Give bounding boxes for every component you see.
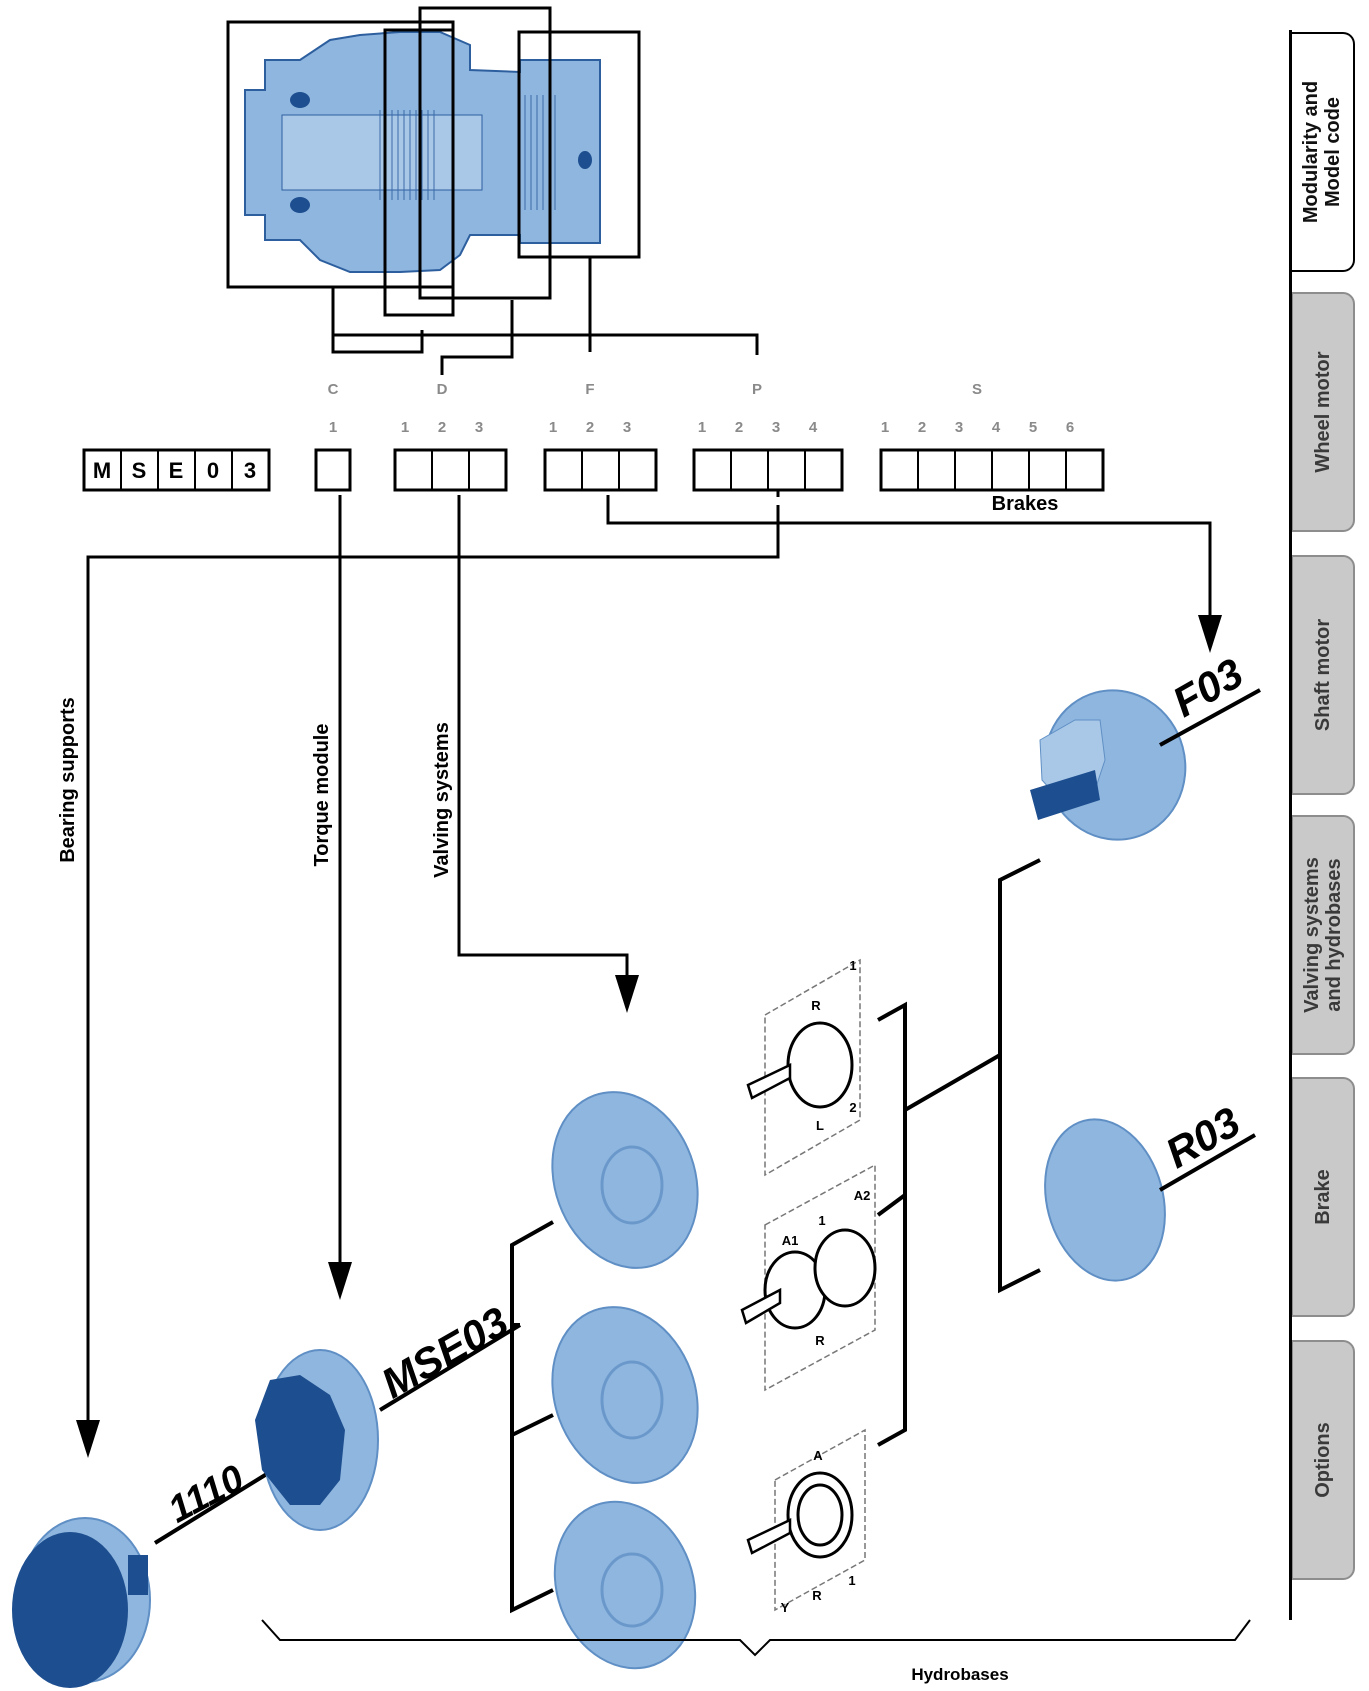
torque-module-label: Torque module	[311, 724, 333, 867]
prefix-char-5: 3	[244, 458, 256, 483]
tab-shaft-motor[interactable]: Shaft motor	[1291, 555, 1355, 795]
sym3-mid-label: R	[812, 1588, 822, 1603]
tab-wheel-motor-label: Wheel motor	[1312, 351, 1334, 473]
arrow-torque	[328, 1262, 352, 1300]
pos-c-1: 1	[329, 419, 337, 436]
group-letter-c: C	[328, 381, 339, 398]
model-prefix: M S E 0 3	[82, 448, 271, 492]
hydrobases-label: Hydrobases	[911, 1665, 1008, 1684]
hydraulic-symbol-3: A Y R 1	[746, 1428, 866, 1615]
pos-f-3: 3	[623, 419, 631, 436]
branch-labels: Bearing supports Torque module Valving s…	[57, 697, 453, 878]
sym1-top-label: R	[811, 998, 821, 1013]
group-letter-f: F	[585, 381, 594, 398]
section-boxes	[226, 6, 641, 317]
sym1-bottom-label: L	[816, 1118, 824, 1133]
sym1-right-bottom-label: 2	[849, 1100, 856, 1115]
tab-shaft-motor-label: Shaft motor	[1312, 618, 1334, 732]
prefix-char-2: S	[132, 458, 147, 483]
position-numbers: 1 1 2 3 1 2 3 1 2 3 4 1 2 3 4 5 6	[329, 419, 1074, 436]
f03-underline	[1159, 688, 1261, 747]
pos-s-2: 2	[918, 419, 926, 436]
group-letter-p: P	[752, 381, 762, 398]
prefix-char-1: M	[93, 458, 111, 483]
hydraulic-symbol-2: A1 1 A2 R	[740, 1163, 877, 1392]
code-box-d	[393, 448, 508, 492]
tab-options-label: Options	[1312, 1422, 1334, 1498]
code-boxes	[314, 448, 1105, 492]
group-letter-s: S	[972, 381, 982, 398]
group-letters: C D F P S	[328, 381, 982, 398]
pos-p-3: 3	[772, 419, 780, 436]
sym2-right-label: A2	[854, 1188, 871, 1203]
sym2-mid-label: 1	[818, 1213, 825, 1228]
code-box-dividers	[431, 450, 1067, 490]
pos-d-1: 1	[401, 419, 409, 436]
tab-wheel-motor[interactable]: Wheel motor	[1291, 292, 1355, 532]
tab-options[interactable]: Options	[1291, 1340, 1355, 1580]
prefix-char-3: E	[169, 458, 184, 483]
hydrobase-branches	[510, 1220, 554, 1614]
group-letter-d: D	[437, 381, 448, 398]
brake-r03-part	[1044, 1118, 1166, 1282]
sym2-bottom-label: R	[815, 1333, 825, 1348]
pos-s-4: 4	[992, 419, 1001, 436]
hydraulic-symbol-1: R L 1 2	[746, 958, 861, 1177]
arrow-brakes	[1198, 615, 1222, 653]
hydrobase-part-1	[551, 1091, 699, 1269]
modularity-diagram: C D F P S 1 1 2 3 1 2 3 1 2 3 4 1 2 3 4 …	[12, 6, 1261, 1688]
r03-underline	[1158, 1133, 1257, 1192]
pos-f-2: 2	[586, 419, 594, 436]
connector-lines	[86, 490, 1212, 1420]
motor-cross-section	[244, 31, 601, 273]
sym2-left-label: A1	[782, 1233, 799, 1248]
pos-p-1: 1	[698, 419, 706, 436]
pos-s-1: 1	[881, 419, 889, 436]
arrow-valving	[615, 975, 639, 1013]
tab-rail	[1289, 30, 1292, 1620]
brake-branches	[876, 858, 1041, 1447]
hydrobase-part-3	[553, 1500, 697, 1670]
motor-code-label: MSE03	[373, 1298, 516, 1408]
f03-label: F03	[1165, 649, 1251, 726]
code-box-f	[543, 448, 658, 492]
tab-brake[interactable]: Brake	[1291, 1077, 1355, 1317]
prefix-char-4: 0	[207, 458, 219, 483]
pos-d-2: 2	[438, 419, 446, 436]
arrowheads	[76, 615, 1222, 1458]
bracket-lines	[331, 258, 759, 375]
bearing-code-label: 1110	[162, 1457, 251, 1531]
box-d	[418, 6, 552, 300]
code-box-c	[314, 448, 352, 492]
pos-s-6: 6	[1066, 419, 1074, 436]
tab-brake-label: Brake	[1312, 1169, 1334, 1225]
pos-s-5: 5	[1029, 419, 1037, 436]
pos-f-1: 1	[549, 419, 557, 436]
arrow-bearing	[76, 1420, 100, 1458]
motor-code-underline	[378, 1323, 522, 1412]
pos-s-3: 3	[955, 419, 963, 436]
brakes-label: Brakes	[992, 493, 1059, 515]
hydrobase-part-2	[551, 1306, 699, 1484]
pos-d-3: 3	[475, 419, 483, 436]
bearing-code-underline	[153, 1470, 272, 1545]
sym3-right-label: 1	[848, 1573, 855, 1588]
box-f	[517, 30, 641, 259]
sym3-left-label: Y	[781, 1600, 790, 1615]
brake-f03-part	[1030, 689, 1187, 841]
bearing-supports-label: Bearing supports	[57, 697, 79, 863]
pos-p-2: 2	[735, 419, 743, 436]
sym3-top-label: A	[813, 1448, 823, 1463]
pos-p-4: 4	[809, 419, 818, 436]
torque-module-part	[255, 1349, 379, 1531]
bearing-support-part	[12, 1517, 151, 1688]
valving-systems-label: Valving systems	[431, 722, 453, 878]
sym1-right-top-label: 1	[849, 958, 856, 973]
hydrobases-brace	[261, 1619, 1251, 1657]
